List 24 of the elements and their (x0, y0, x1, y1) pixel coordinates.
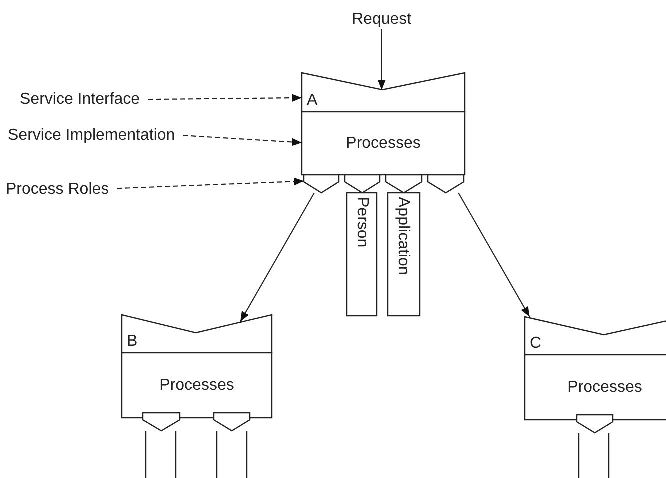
interface-letter: C (530, 336, 542, 352)
annotation-label: Process Roles (6, 180, 110, 200)
dashed-arrow (117, 178, 304, 190)
role-label: Application (395, 197, 411, 276)
annotation-label: Request (352, 10, 412, 30)
arrow (240, 192, 315, 322)
role-pentagon (143, 413, 180, 431)
arrow (458, 192, 530, 318)
box-label: Processes (158, 378, 236, 394)
dashed-arrow (183, 135, 302, 146)
role-label: Person (354, 197, 370, 248)
interface-shape (525, 317, 666, 355)
annotation-label: Service Implementation (8, 126, 176, 146)
interface-letter: B (127, 334, 138, 350)
arrow (378, 29, 386, 90)
role-pentagon (214, 413, 250, 431)
interface-letter: A (307, 93, 318, 109)
dashed-arrow (148, 94, 302, 102)
annotation-label: Service Interface (20, 90, 140, 110)
interface-shape (302, 73, 465, 112)
box-label: Processes (345, 136, 422, 152)
interface-shape (122, 315, 272, 353)
role-pentagon (577, 415, 613, 433)
box-label: Processes (566, 380, 644, 396)
